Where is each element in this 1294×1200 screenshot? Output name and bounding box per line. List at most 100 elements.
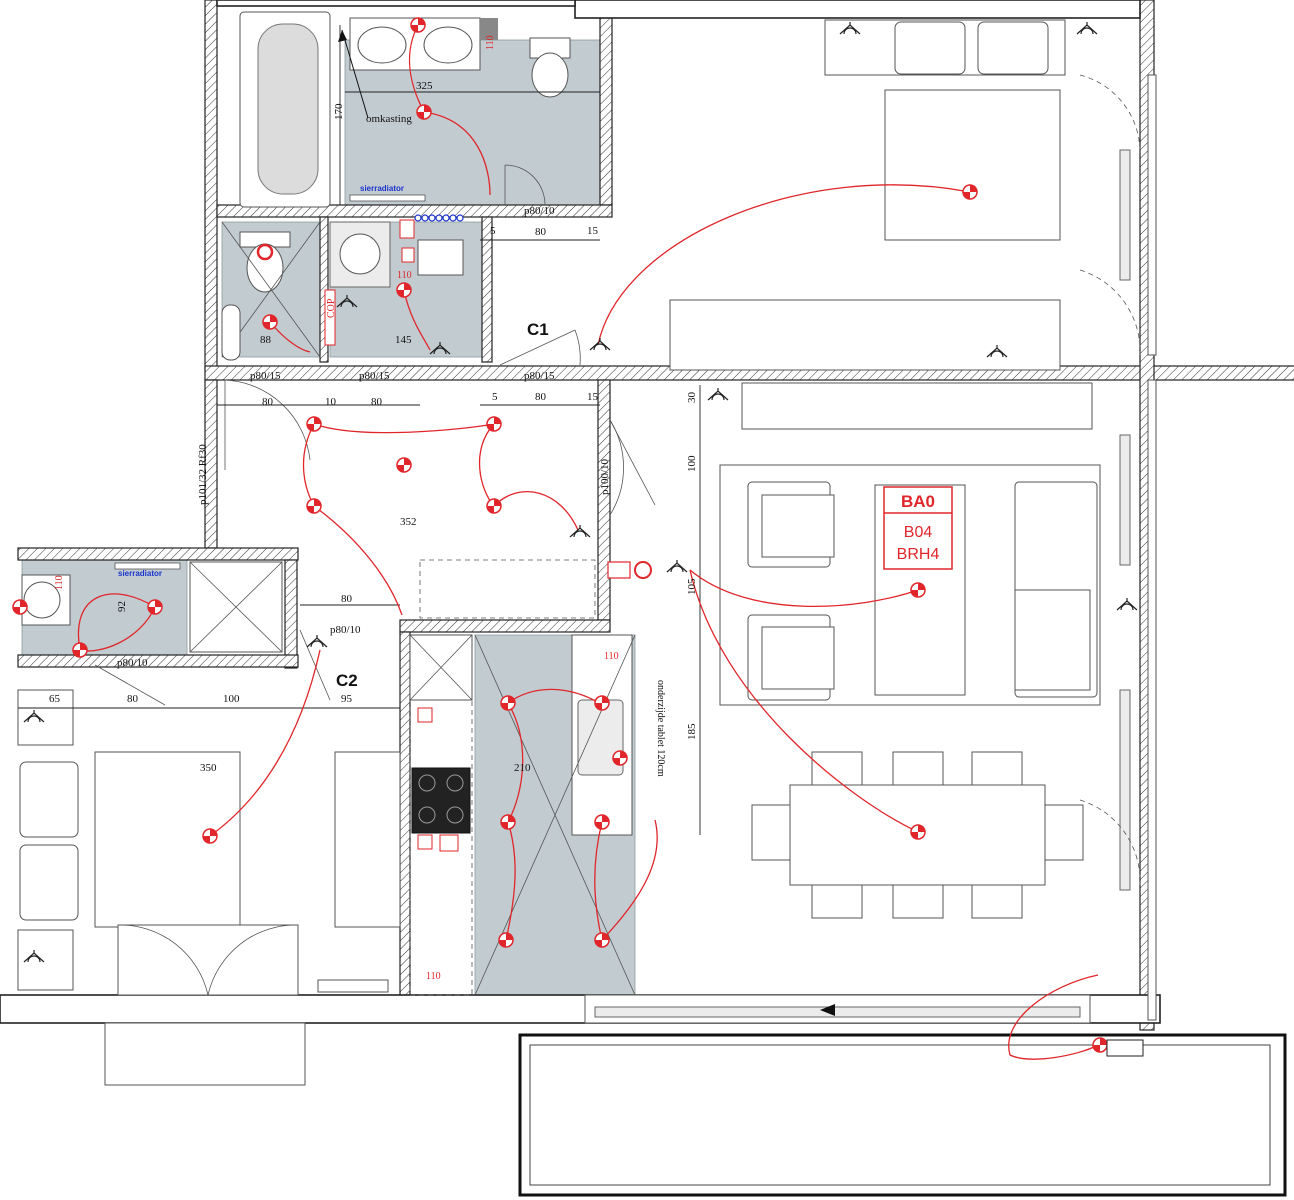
dim-15-a: 15: [587, 225, 599, 237]
note-omkasting: omkasting: [366, 113, 412, 125]
lamp-icon: [569, 525, 591, 538]
door-living: p100/10: [599, 458, 611, 495]
door-c2: p80/10: [330, 624, 361, 636]
dim-5-b: 5: [492, 391, 498, 403]
outlet-icon: [910, 582, 926, 598]
windows: [584, 74, 1157, 1024]
height-4: 110: [604, 651, 619, 662]
height-1: 110: [397, 270, 412, 281]
outlet-icon: [486, 416, 502, 432]
dim-living-row-d: 185: [686, 723, 698, 740]
outlet-icon: [306, 416, 322, 432]
door-bath: p80/10: [524, 205, 555, 217]
sink-bath2: [21, 574, 71, 626]
note-cop: COP: [326, 298, 337, 318]
dim-80-c: 80: [371, 396, 383, 408]
door-c1: p80/15: [524, 370, 555, 382]
outlet-icon: [1092, 1037, 1108, 1053]
outlet-icon: [202, 828, 218, 844]
dim-80-d: 80: [535, 391, 547, 403]
dim-80-b: 80: [262, 396, 274, 408]
dim-10: 10: [325, 396, 337, 408]
dim-5-a: 5: [490, 225, 496, 237]
dim-wc-width: 88: [260, 334, 272, 346]
dim-95: 95: [341, 693, 353, 705]
lamp-icon: [589, 338, 611, 351]
room-tag-code: BA0: [901, 492, 935, 511]
bathtub: [239, 11, 331, 208]
double-sink: [349, 17, 481, 71]
lamp-icon: [1076, 22, 1098, 35]
outlet-icon: [396, 282, 412, 298]
height-2: 110: [485, 35, 496, 50]
outlet-icon: [594, 695, 610, 711]
outlet-icon: [396, 457, 412, 473]
room-tag-line2: BRH4: [897, 546, 940, 563]
dim-storage-width: 145: [395, 334, 412, 346]
washing-machine: [329, 221, 464, 288]
dim-80-e: 80: [341, 593, 353, 605]
outlet-icon: [147, 599, 163, 615]
outlet-icon: [594, 932, 610, 948]
toilet-wc: [221, 221, 321, 361]
outlet-icon: [500, 814, 516, 830]
dim-living-row-a: 30: [686, 392, 698, 404]
height-3: 110: [54, 575, 65, 590]
room-code-c2: C2: [336, 671, 358, 690]
dim-bath2-width: 92: [116, 601, 128, 612]
kitchen: [409, 559, 636, 996]
shower: [189, 561, 283, 653]
dimension-labels: 325 170 145 88 p80/10 p80/15 p80/15 p80/…: [49, 80, 698, 774]
height-labels: 110 110 110 110 110: [54, 35, 619, 982]
dimension-lines: [18, 25, 701, 835]
living-furniture: [669, 19, 1101, 919]
note-sierradiator-2: sierradiator: [118, 569, 162, 578]
dim-living-row-c: 105: [686, 578, 698, 595]
outlet-icon: [410, 17, 426, 33]
outlet-icon: [500, 695, 516, 711]
dim-80-a: 80: [535, 226, 547, 238]
door-entrance: p101/32 Rf30: [197, 444, 209, 505]
toilet-bath: [529, 37, 571, 98]
dim-80-f: 80: [127, 693, 139, 705]
dim-hall-width: 352: [400, 516, 417, 528]
outlet-icon: [910, 824, 926, 840]
outlet-icon: [416, 104, 432, 120]
door-wc: p80/15: [250, 370, 281, 382]
room-tag-line1: B04: [904, 524, 933, 541]
note-kitchen: onderzijde tablet 120cm: [655, 680, 666, 777]
dim-living-row-b: 100: [686, 455, 698, 472]
outlet-icon: [262, 314, 278, 330]
lamp-icon: [1116, 598, 1138, 611]
lamp-icon: [306, 635, 328, 648]
wiring: [77, 24, 1099, 1060]
dim-bedroom-width: 350: [200, 762, 217, 774]
door-bath2: p80/10: [117, 657, 148, 669]
notes: omkasting sierradiator sierradiator onde…: [114, 29, 666, 777]
dim-bath-length: 170: [333, 103, 345, 120]
outlet-icon: [72, 642, 88, 658]
room-code-c1: C1: [527, 320, 549, 339]
dim-100: 100: [223, 693, 240, 705]
door-swings: [94, 74, 1141, 886]
dim-kitchen-depth: 210: [514, 762, 531, 774]
outlet-icon: [306, 498, 322, 514]
dim-bath-width: 325: [416, 80, 433, 92]
room-tag: BA0 B04 BRH4: [883, 486, 953, 570]
door-storage: p80/15: [359, 370, 390, 382]
balcony: [104, 1022, 1287, 1197]
outlet-icon: [486, 498, 502, 514]
outlet-icon: [12, 599, 28, 615]
outlet-icon: [498, 932, 514, 948]
outlet-icon: [962, 184, 978, 200]
outlets: [12, 17, 1144, 1057]
dim-15-b: 15: [587, 391, 599, 403]
height-5: 110: [426, 971, 441, 982]
dim-65: 65: [49, 693, 61, 705]
lamp-icon: [666, 560, 688, 573]
note-sierradiator-1: sierradiator: [360, 184, 404, 193]
outlet-icon: [612, 750, 628, 766]
outlet-icon: [594, 814, 610, 830]
